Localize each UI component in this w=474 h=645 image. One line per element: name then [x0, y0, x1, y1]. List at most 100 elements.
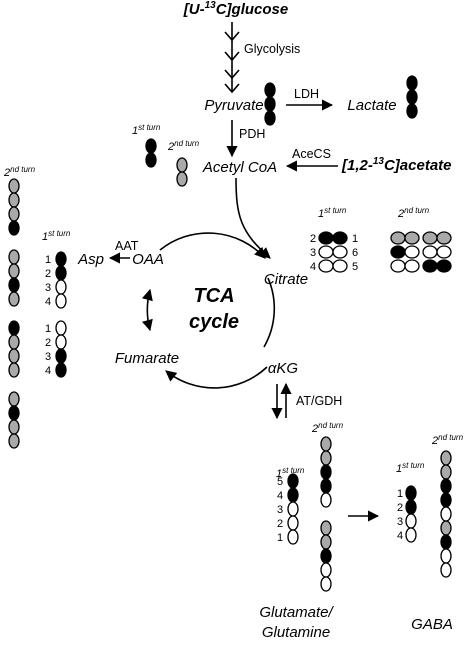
carbon-atom-unlabeled: [405, 527, 417, 543]
carbon-atom-labeled: [405, 485, 417, 501]
carbon-atom-labeled: [264, 110, 276, 126]
carbon-number-label: 4: [310, 261, 316, 273]
carbon-atom-labeled: [390, 245, 406, 259]
akg-label: αKG: [268, 360, 299, 377]
carbon-number-label: 3: [310, 247, 316, 259]
carbon-atom-labeled: [287, 473, 299, 489]
carbon-atom-second: [320, 520, 332, 536]
carbon-number-label: 2: [310, 233, 316, 245]
carbon-number-label: 4: [45, 296, 51, 308]
tca-title-line1: TCA: [193, 285, 234, 307]
pyruvate-label: Pyruvate: [204, 97, 263, 114]
carbon-atom-second: [404, 231, 420, 245]
cycle-arc-oaa-fumarate: [141, 288, 153, 332]
carbon-atom-second: [8, 391, 20, 407]
carbon-atom-labeled: [8, 320, 20, 336]
carbon-atom-labeled: [8, 220, 20, 236]
ldh-label: LDH: [294, 87, 319, 101]
carbon-atom-second: [320, 450, 332, 466]
left-second-turn-chains: [8, 178, 20, 449]
carbon-atom-labeled: [264, 82, 276, 98]
carbon-atom-second: [8, 192, 20, 208]
carbon-atom-unlabeled: [318, 245, 334, 259]
carbon-atom-unlabeled: [436, 245, 452, 259]
carbon-atom-second: [440, 464, 452, 480]
carbon-atom-unlabeled: [440, 506, 452, 522]
carbon-atom-labeled: [422, 259, 438, 273]
glycolysis-chevron-2: [224, 51, 240, 62]
carbon-number-label: 1: [45, 323, 51, 335]
carbon-atom-unlabeled: [55, 293, 67, 309]
glutamate-label-line2: Glutamine: [262, 624, 330, 641]
citrate-second-turn-label: 2nd turn: [397, 206, 430, 220]
carbon-number-label: 2: [45, 268, 51, 280]
carbon-atom-labeled: [55, 348, 67, 364]
carbon-atom-second: [8, 263, 20, 279]
glucose-substrate-label: [U-13C]glucose: [183, 0, 288, 18]
carbon-number-label: 3: [45, 282, 51, 294]
carbon-atom-labeled: [145, 138, 157, 154]
carbon-atom-unlabeled: [55, 320, 67, 336]
carbon-atom-labeled: [287, 487, 299, 503]
glutamate-second-turn-chain: [320, 436, 332, 592]
glutamate-label-line1: Glutamate/: [259, 604, 334, 621]
cycle-arc-oaa-citrate: [159, 232, 266, 259]
carbon-atom-labeled: [264, 96, 276, 112]
carbon-atom-unlabeled: [332, 259, 348, 273]
gaba-label: GABA: [411, 616, 453, 633]
carbon-atom-unlabeled: [440, 562, 452, 578]
carbon-atom-unlabeled: [320, 576, 332, 592]
carbon-atom-unlabeled: [440, 548, 452, 564]
carbon-atom-second: [8, 206, 20, 222]
citrate-first-turn-label: 1st turn: [318, 206, 347, 220]
gaba-second-turn-chain: [440, 450, 452, 578]
carbon-atom-labeled: [318, 231, 334, 245]
carbon-atom-second: [8, 249, 20, 265]
carbon-atom-second: [390, 231, 406, 245]
carbon-atom-unlabeled: [390, 259, 406, 273]
glycolysis-label: Glycolysis: [244, 42, 300, 56]
at-gdh-label: AT/GDH: [296, 394, 342, 408]
carbon-atom-labeled: [440, 534, 452, 550]
citrate-second-turn-isotopomer-a: [390, 231, 420, 273]
carbon-atom-unlabeled: [55, 334, 67, 350]
glutamate-first-turn-label: 1st turn: [276, 466, 305, 480]
carbon-atom-unlabeled: [404, 245, 420, 259]
gaba-second-turn-label: 2nd turn: [431, 433, 464, 447]
gaba-first-turn-label: 1st turn: [396, 461, 425, 475]
acetyl-first-turn-chain: [145, 138, 157, 168]
carbon-atom-unlabeled: [318, 259, 334, 273]
carbon-atom-unlabeled: [287, 501, 299, 517]
carbon-atom-unlabeled: [320, 562, 332, 578]
carbon-number-label: 4: [277, 490, 283, 502]
carbon-atom-unlabeled: [404, 259, 420, 273]
pyruvate-carbon-chain: [264, 82, 276, 126]
carbon-number-label: 1: [397, 488, 403, 500]
glycolysis-chevron-4: [224, 83, 240, 94]
acetyl-first-turn-label: 1st turn: [132, 123, 161, 137]
carbon-atom-second: [440, 450, 452, 466]
carbon-atom-labeled: [406, 75, 418, 91]
acetyl-to-citrate-arrow: [235, 177, 271, 259]
acecs-label: AceCS: [292, 147, 331, 161]
carbon-atom-labeled: [320, 548, 332, 564]
carbon-number-label: 5: [277, 476, 283, 488]
cycle-arc-akg-fumarate: [165, 366, 268, 389]
carbon-number-label: 3: [45, 351, 51, 363]
carbon-atom-labeled: [440, 492, 452, 508]
carbon-atom-second: [422, 231, 438, 245]
carbon-number-label: 6: [352, 247, 358, 259]
carbon-atom-labeled: [55, 251, 67, 267]
acetate-substrate-label: [1,2-13C]acetate: [341, 156, 452, 174]
carbon-atom-second: [8, 348, 20, 364]
asp-first-turn-label: 1st turn: [42, 229, 71, 243]
carbon-atom-labeled: [332, 231, 348, 245]
oaa-label: OAA: [132, 251, 164, 268]
